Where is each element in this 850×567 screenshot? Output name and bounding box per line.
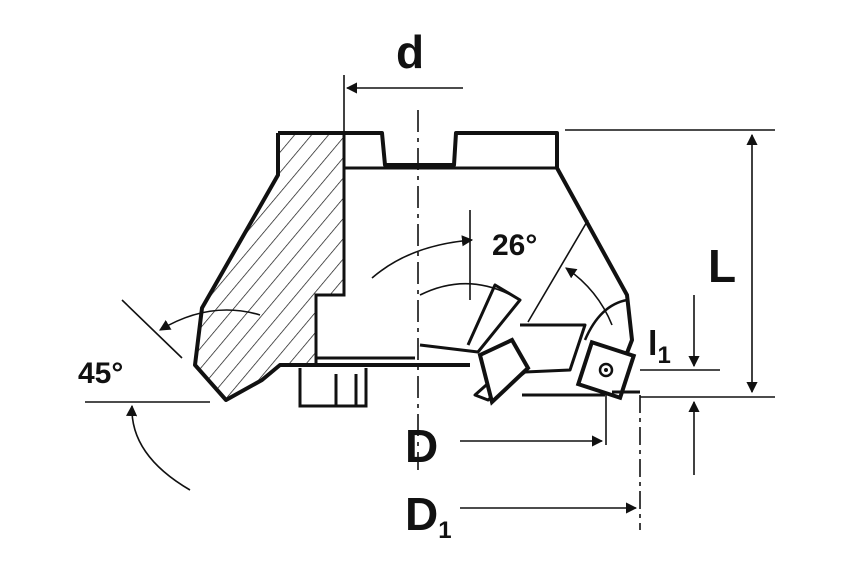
label-D1: D1	[405, 488, 452, 544]
angle-45-arc-top	[159, 309, 261, 331]
label-D: D	[405, 420, 438, 472]
label-L: L	[708, 240, 736, 292]
label-l1: l1	[648, 325, 671, 369]
cutter-body-outline	[193, 131, 634, 402]
label-angle-45: 45°	[78, 357, 123, 390]
angle-45-arc-bottom	[125, 404, 191, 491]
angle-26-arc-left	[371, 235, 474, 279]
body-inner-lines	[314, 133, 557, 365]
label-d: d	[396, 26, 424, 78]
square-insert-left	[477, 337, 531, 406]
label-angle-26: 26°	[492, 229, 537, 262]
angle-26-arc-right	[565, 267, 613, 326]
section-hatch	[195, 133, 344, 400]
drive-key-slot	[298, 368, 368, 408]
